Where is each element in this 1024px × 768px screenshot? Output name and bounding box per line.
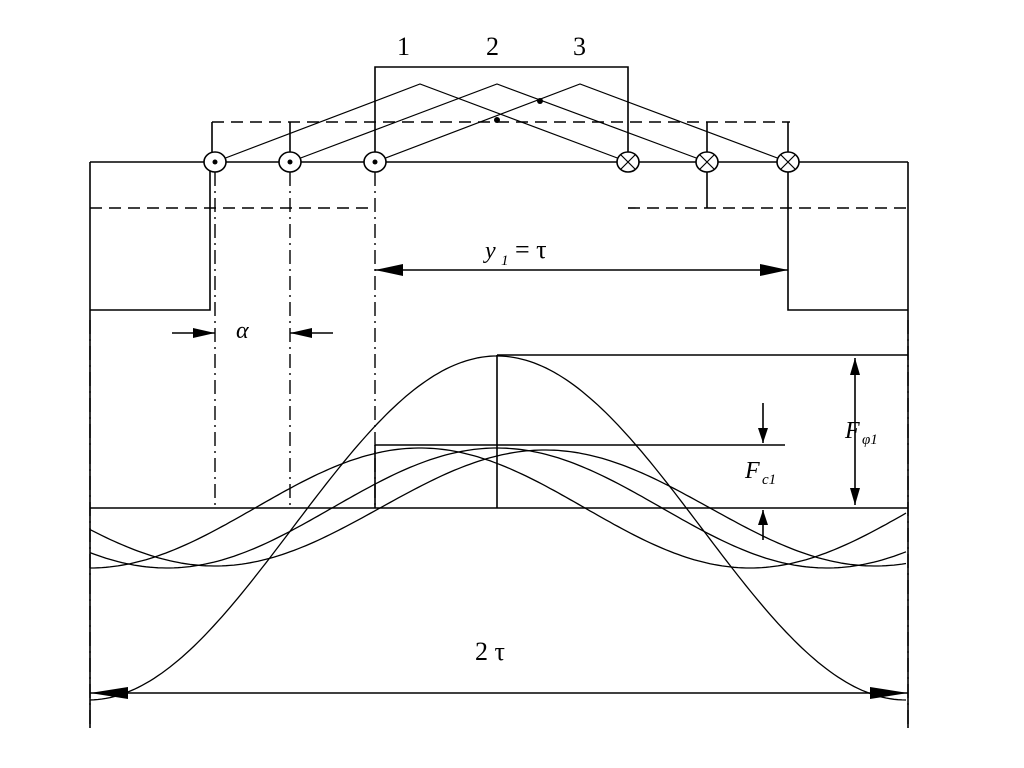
mmf-curve-coil-1: [90, 447, 907, 569]
conductor-2: [278, 151, 302, 173]
coil-amplitude-label: F c1: [744, 458, 776, 488]
coil-amplitude-F: F: [744, 458, 760, 484]
mmf-curve-fundamental: [89, 355, 907, 701]
mmf-curves: [89, 355, 907, 701]
coil-end-windings: [214, 83, 789, 163]
conductor-1: [203, 151, 227, 173]
center-lines: [89, 172, 909, 728]
conductor-6: [776, 151, 800, 173]
reference-lines: [90, 354, 908, 509]
two-tau-dimension: [90, 687, 908, 699]
phase-amplitude-label: F φ1: [844, 418, 878, 448]
pitch-label-rhs: = τ: [515, 235, 547, 264]
conductor-4: [616, 151, 640, 173]
phase-label-3: 3: [573, 32, 586, 61]
conductor-5: [695, 151, 719, 173]
pitch-label-sub: 1: [501, 253, 509, 269]
coil-bracket: [374, 66, 629, 162]
coil-amplitude-dimension: [758, 403, 768, 540]
mmf-curve-coil-2: [89, 447, 907, 569]
phase-label-1: 1: [397, 32, 410, 61]
pitch-dimension: [375, 264, 788, 276]
slot-angle-arrows: [172, 328, 333, 338]
coil-amplitude-sub: c1: [762, 472, 776, 488]
conductor-3: [363, 151, 387, 173]
pitch-label: y 1 = τ: [483, 235, 547, 269]
mmf-curve-coil-3: [89, 449, 907, 567]
pitch-label-y: y: [483, 238, 496, 264]
phase-amplitude-sub: φ1: [862, 432, 878, 448]
slot-angle-label: α: [236, 318, 249, 344]
phase-amplitude-F: F: [844, 418, 860, 444]
end-connections: [90, 121, 908, 209]
phase-amplitude-dimension: [850, 358, 860, 505]
phase-label-2: 2: [486, 32, 499, 61]
two-tau-label: 2 τ: [475, 637, 505, 666]
